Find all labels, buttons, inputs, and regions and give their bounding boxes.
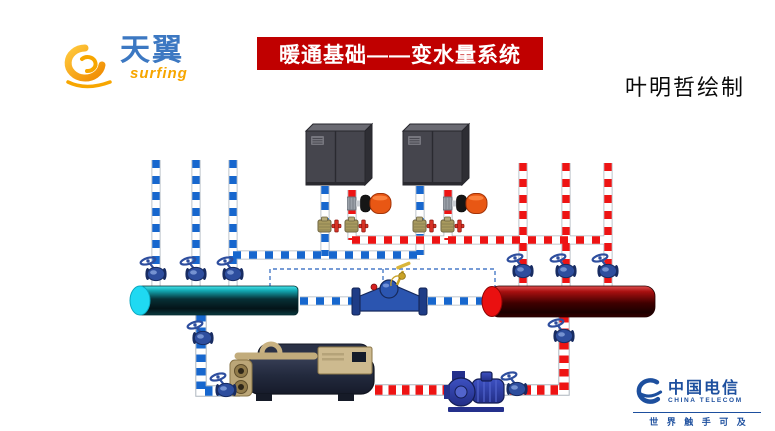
china-telecom-icon — [636, 378, 663, 404]
motorized-two-way-valve-icon — [443, 194, 487, 214]
chiller-icon — [229, 341, 375, 401]
tianyi-logo-text: 天翼 — [120, 34, 184, 67]
motorized-two-way-valve-icon — [347, 194, 391, 214]
supply-header-pipe — [129, 285, 299, 316]
control-signal-line — [269, 268, 496, 287]
ahu-cabinet-icon — [403, 124, 469, 185]
pressure-bypass-valve-icon — [351, 261, 428, 316]
circulation-pump-icon — [444, 371, 505, 412]
chilled-return-lines — [347, 163, 613, 288]
chiller-return-branch — [375, 317, 570, 396]
china-telecom-tagline: 世 界 触 手 可 及 — [649, 417, 749, 427]
china-telecom-logo: 中国电信 CHINA TELECOM 世 界 触 手 可 及 — [633, 375, 765, 428]
tianyi-logo: 天翼 surfing — [52, 36, 188, 96]
tianyi-logo-subtext: surfing — [130, 65, 188, 82]
china-telecom-name-cn: 中国电信 — [668, 379, 741, 397]
tianyi-swirl-icon — [64, 44, 112, 89]
author-credit: 叶明哲绘制 — [625, 75, 746, 100]
return-header-pipe — [481, 285, 656, 318]
china-telecom-name-en: CHINA TELECOM — [668, 397, 743, 405]
title-banner: 暖通基础——变水量系统 — [257, 37, 543, 70]
ahu-cabinet-icon — [306, 124, 372, 185]
telecom-divider — [633, 412, 761, 413]
